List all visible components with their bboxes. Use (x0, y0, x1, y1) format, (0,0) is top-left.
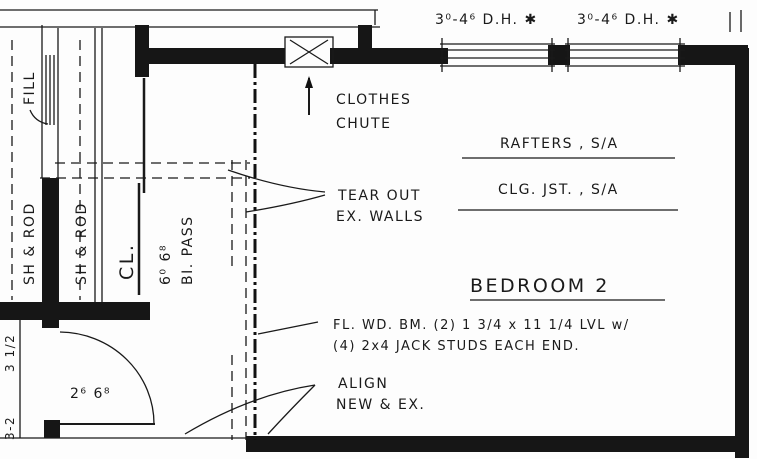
stair-hatch (45, 55, 55, 125)
wall-post (358, 25, 372, 53)
beam-note: (4) 2x4 JACK STUDS EACH END. (333, 339, 580, 354)
top-wall (145, 48, 285, 64)
top-wall (330, 48, 448, 64)
ceiling-joists-label: CLG. JST. , S/A (498, 182, 619, 198)
closet-partition (42, 178, 59, 328)
top-wall (678, 45, 748, 65)
closet-bottom-wall (0, 302, 150, 320)
shelf-rod-label-left: SH & ROD (22, 202, 38, 285)
closet-label: CL. (116, 243, 138, 280)
beam-note: FL. WD. BM. (2) 1 3/4 x 11 1/4 LVL w/ (333, 318, 630, 333)
dimension-label: 3-2 (3, 416, 17, 440)
tear-out-label: TEAR OUT (337, 188, 421, 204)
tear-out-leader (245, 194, 326, 213)
right-wall (735, 48, 749, 458)
door-jamb (44, 420, 60, 438)
clothes-chute-symbol (284, 36, 334, 68)
align-label: NEW & EX. (336, 397, 425, 413)
tear-out-leader (227, 169, 326, 193)
arrow-head-icon (305, 76, 313, 88)
align-label: ALIGN (338, 376, 388, 392)
fill-label: FILL (22, 71, 38, 105)
window-mullion (548, 45, 570, 65)
clothes-chute-label: CHUTE (336, 116, 391, 132)
beam-leader (257, 321, 319, 335)
door-swing-arc (59, 331, 155, 425)
fill-leader (29, 109, 49, 125)
align-leader (267, 384, 316, 435)
door-size-label: 2⁶ 6⁸ (70, 386, 111, 402)
align-leader (184, 384, 316, 435)
dimension-label: 3 1/2 (3, 334, 17, 372)
window-label-2: 3⁰-4⁶ D.H. ✱ (577, 12, 680, 28)
window-label-1: 3⁰-4⁶ D.H. ✱ (435, 12, 538, 28)
window-2 (565, 38, 685, 72)
shelf-rod-label-right: SH & ROD (74, 202, 90, 285)
window-1 (440, 38, 555, 72)
rafters-label: RAFTERS , S/A (500, 136, 619, 152)
bottom-wall (246, 436, 749, 452)
bipass-label: BI. PASS (180, 215, 196, 285)
clothes-chute-label: CLOTHES (336, 92, 411, 108)
bipass-size-label: 6⁰ 6⁸ (158, 244, 174, 285)
room-name: BEDROOM 2 (470, 275, 610, 297)
tear-out-label: EX. WALLS (336, 209, 424, 225)
